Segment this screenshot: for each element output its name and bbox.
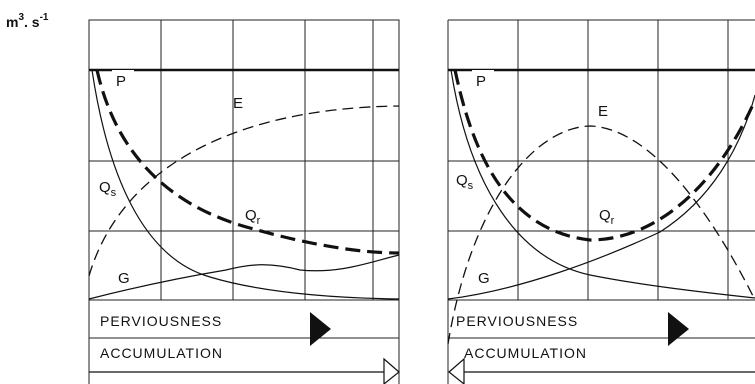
left-label-Qr: Qr: [245, 207, 261, 227]
unit-label: m3. s-1: [6, 12, 49, 30]
unit-exp2: -1: [40, 12, 49, 23]
left-curve-Qs: [91, 69, 400, 300]
left-curve-G: [88, 254, 400, 300]
left-curve-E: [88, 105, 400, 277]
left-curve-Qr: [95, 69, 400, 255]
right-perviousness-arrow-icon: [668, 312, 689, 346]
right-accumulation-arrow-icon: [448, 357, 465, 384]
left-label-Qs: Qs: [99, 179, 117, 199]
left-label-P: P: [116, 73, 126, 90]
left-perviousness-label: PERVIOUSNESS: [100, 313, 222, 329]
unit-exp1: 3: [18, 12, 24, 23]
right-label-P-bg: [472, 70, 494, 90]
left-label-G: G: [118, 270, 130, 287]
right-curve-Qs: [450, 69, 755, 299]
right-perviousness-label: PERVIOUSNESS: [456, 313, 578, 329]
left-panel: P E Qs Qr G PERVIOUSNESS ACCUMULATION: [88, 19, 400, 384]
right-label-Qs: Qs: [456, 172, 474, 192]
left-grid: [88, 19, 400, 384]
right-grid: [447, 19, 755, 384]
right-accumulation-label: ACCUMULATION: [464, 345, 587, 361]
left-perviousness-arrow-icon: [310, 312, 331, 346]
unit-middle: . s: [24, 14, 40, 30]
right-label-P: P: [476, 73, 486, 90]
left-label-E: E: [233, 95, 243, 112]
right-label-E: E: [598, 103, 608, 120]
left-frame: [88, 19, 400, 384]
right-curve-E: [447, 125, 755, 345]
left-accumulation-label: ACCUMULATION: [100, 345, 223, 361]
unit-base: m: [6, 14, 18, 30]
right-panel: P E Qs Qr G PERVIOUSNESS ACCUMULATION: [447, 19, 755, 384]
right-curve-Qr: [453, 69, 755, 242]
left-label-P-bg: [112, 70, 134, 90]
right-curve-G: [447, 94, 755, 300]
left-accumulation-arrow-icon: [383, 357, 400, 384]
right-label-Qr: Qr: [599, 207, 615, 227]
right-label-G: G: [478, 270, 490, 287]
